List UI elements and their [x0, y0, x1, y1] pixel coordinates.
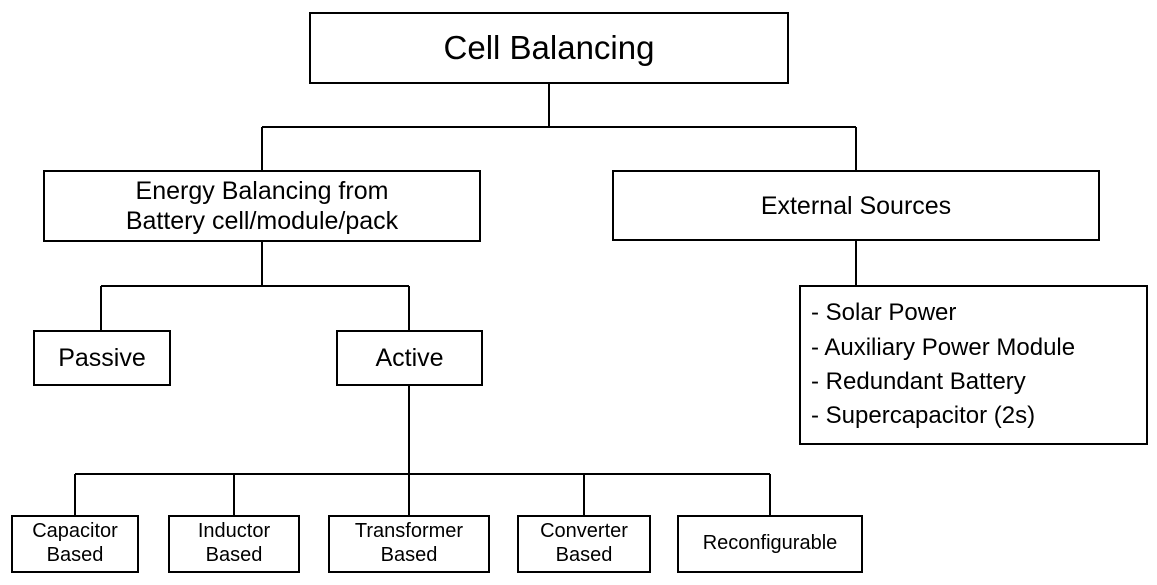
- external-source-item: - Redundant Battery: [811, 368, 1026, 395]
- node-capacitor-line1: Capacitor: [32, 520, 118, 543]
- node-capacitor-based: Capacitor Based: [11, 515, 139, 573]
- node-external-sources: External Sources: [612, 170, 1100, 241]
- node-energy-balancing: Energy Balancing from Battery cell/modul…: [43, 170, 481, 242]
- node-inductor-line2: Based: [205, 544, 263, 566]
- node-inductor-line1: Inductor: [197, 520, 271, 543]
- node-active: Active: [336, 330, 483, 386]
- node-external-list: - Solar Power - Auxiliary Power Module -…: [799, 285, 1148, 445]
- external-source-item: - Solar Power: [811, 299, 957, 327]
- node-energy-balancing-line2: Battery cell/module/pack: [125, 207, 399, 235]
- external-source-item: - Supercapacitor (2s): [811, 402, 1036, 430]
- node-energy-balancing-line1: Energy Balancing from: [135, 177, 389, 205]
- node-transformer-based: Transformer Based: [328, 515, 490, 573]
- node-cell-balancing: Cell Balancing: [309, 12, 789, 84]
- external-sources-list: - Solar Power - Auxiliary Power Module -…: [811, 296, 1075, 433]
- node-external-sources-label: External Sources: [760, 191, 952, 220]
- node-cell-balancing-label: Cell Balancing: [443, 29, 655, 67]
- node-transformer-line1: Transformer: [354, 520, 464, 543]
- node-passive: Passive: [33, 330, 171, 386]
- node-reconfigurable: Reconfigurable: [677, 515, 863, 573]
- node-converter-line1: Converter: [540, 520, 628, 543]
- node-active-label: Active: [375, 344, 444, 372]
- external-source-item: - Auxiliary Power Module: [811, 333, 1076, 361]
- node-reconfigurable-line1: Reconfigurable: [702, 532, 838, 555]
- node-converter-line2: Based: [555, 544, 613, 566]
- node-converter-based: Converter Based: [517, 515, 651, 573]
- node-transformer-line2: Based: [380, 544, 438, 566]
- node-passive-label: Passive: [58, 344, 146, 372]
- node-inductor-based: Inductor Based: [168, 515, 300, 573]
- node-capacitor-line2: Based: [46, 544, 104, 566]
